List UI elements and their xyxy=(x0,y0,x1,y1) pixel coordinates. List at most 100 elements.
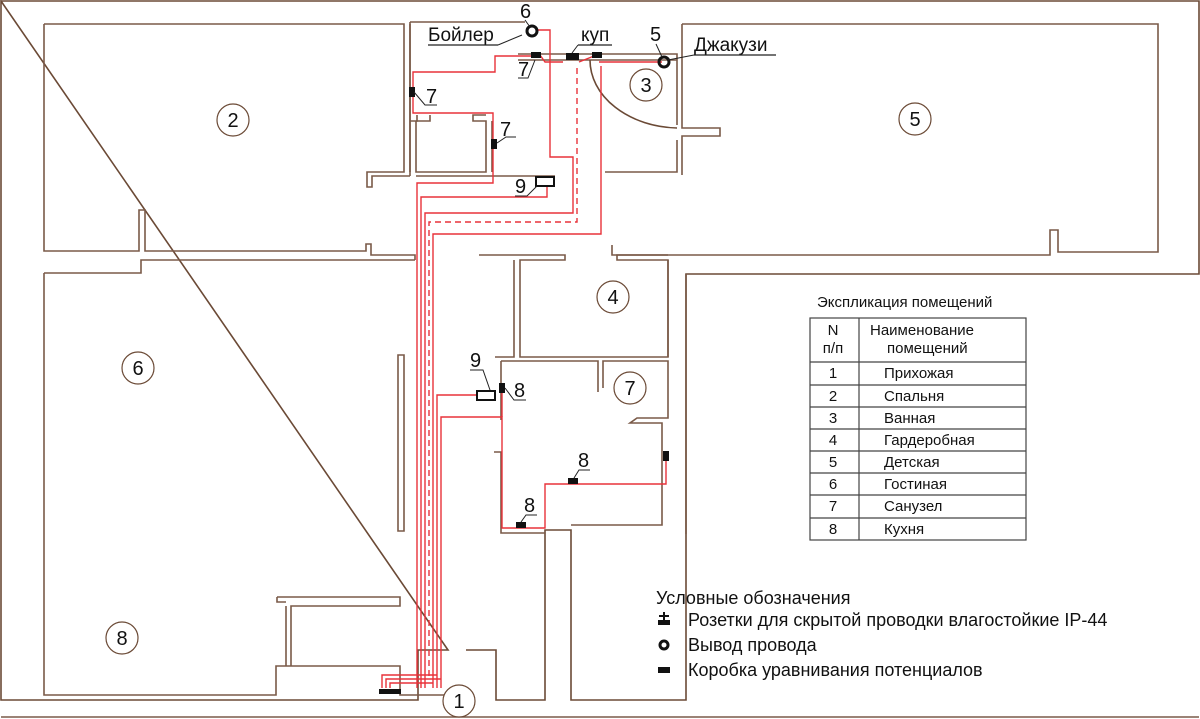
table-row-name: Гостиная xyxy=(884,476,947,493)
wall-bedroom-bottom xyxy=(43,24,416,260)
legend-wire-outlet-icon xyxy=(658,639,670,651)
svg-text:8: 8 xyxy=(116,628,127,650)
table-row-num: 5 xyxy=(829,454,837,471)
table-row-name: Ванная xyxy=(884,410,935,427)
wire-a xyxy=(539,54,563,63)
legend-socket-icon xyxy=(658,612,670,625)
table-row-name: Прихожая xyxy=(884,365,954,382)
table-row-name: Гардеробная xyxy=(884,432,975,449)
room-marker-4: 4 xyxy=(596,280,630,314)
header-num: N xyxy=(828,322,839,339)
legend: Условные обозначения Розетки для скрытой… xyxy=(656,588,1107,680)
socket-ip44-icon xyxy=(516,522,526,528)
wire-bath-run xyxy=(432,66,602,688)
wall-kids xyxy=(611,23,1159,256)
socket-ip44-icon xyxy=(499,383,505,393)
boiler-label: Бойлер xyxy=(428,25,494,46)
legend-item-text: Коробка уравнивания потенциалов xyxy=(688,660,983,680)
jacuzzi-label: Джакузи xyxy=(694,35,768,56)
table-row-num: 7 xyxy=(829,498,837,515)
outer-boundary xyxy=(0,0,1200,701)
heater-icon xyxy=(535,176,555,187)
legend-title: Условные обозначения xyxy=(656,588,850,608)
svg-text:5: 5 xyxy=(909,109,920,131)
legend-item-text: Вывод провода xyxy=(688,635,818,655)
table-row-num: 4 xyxy=(829,432,837,449)
socket-tag: 7 xyxy=(426,86,437,108)
kup-label: куп xyxy=(581,25,609,46)
wall-partition xyxy=(397,354,405,532)
room-marker-6: 6 xyxy=(121,351,155,385)
svg-text:7: 7 xyxy=(624,378,635,400)
boiler-num: 6 xyxy=(520,1,531,23)
table-row-num: 6 xyxy=(829,476,837,493)
room-marker-5: 5 xyxy=(898,102,932,136)
legend-item-text: Розетки для скрытой проводки влагостойки… xyxy=(688,610,1107,630)
svg-text:2: 2 xyxy=(227,110,238,132)
wire-heater-run xyxy=(420,187,548,688)
svg-text:4: 4 xyxy=(607,287,618,309)
socket-ip44-icon xyxy=(531,52,541,58)
wire-potential-run xyxy=(428,68,578,680)
socket-tag: 7 xyxy=(518,59,529,81)
room-marker-8: 8 xyxy=(105,621,139,655)
socket-ip44-icon xyxy=(568,478,578,484)
symbols xyxy=(379,24,671,694)
wall-living xyxy=(43,259,448,696)
table-row-name: Детская xyxy=(884,454,940,471)
door-arc xyxy=(589,59,678,129)
socket-ip44-icon xyxy=(409,87,415,97)
explication-table: Экспликация помещений N п/п Наименование… xyxy=(809,294,1027,541)
heater-tag: 9 xyxy=(470,350,481,372)
table-row-name: Спальня xyxy=(884,388,944,405)
header-name: Наименование xyxy=(870,322,974,339)
wire-b xyxy=(578,55,595,63)
svg-text:6: 6 xyxy=(132,358,143,380)
wall-kids-left xyxy=(681,24,721,175)
wall-wardrobe-b xyxy=(495,260,669,358)
wall-wc-bottom xyxy=(494,451,545,534)
socket-tag: 8 xyxy=(524,495,535,517)
svg-text:1: 1 xyxy=(453,691,464,713)
wire-outlet-icon xyxy=(525,24,539,38)
table-row-name: Кухня xyxy=(884,521,924,538)
socket-tag: 8 xyxy=(578,450,589,472)
table-row-num: 1 xyxy=(829,365,837,382)
wall-kitchen-nook xyxy=(276,596,401,666)
wire-heater2-run xyxy=(436,394,478,688)
table-row-num: 3 xyxy=(829,410,837,427)
room-marker-3: 3 xyxy=(629,68,663,102)
wall-wardrobe xyxy=(479,254,669,358)
header-num-sub: п/п xyxy=(823,340,843,357)
wiring xyxy=(381,29,667,688)
distribution-block-icon xyxy=(379,689,401,694)
table-row-name: Санузел xyxy=(884,498,942,515)
room-marker-7: 7 xyxy=(613,371,647,405)
header-name-sub: помещений xyxy=(887,340,968,357)
wire-bundle xyxy=(381,674,441,688)
socket-ip44-icon xyxy=(663,451,669,461)
wire-bedroom-run xyxy=(412,55,533,688)
socket-ip44-icon xyxy=(592,52,602,58)
legend-potential-box-icon xyxy=(658,667,670,673)
potential-box-icon xyxy=(566,53,579,60)
socket-tag: 7 xyxy=(500,119,511,141)
room-marker-1: 1 xyxy=(442,684,476,718)
svg-text:3: 3 xyxy=(640,75,651,97)
heater-icon xyxy=(476,390,496,401)
explication-title: Экспликация помещений xyxy=(817,294,992,311)
wire-kitchen-run xyxy=(440,416,667,688)
wall-bedroom-top xyxy=(44,23,410,188)
heater-tag: 9 xyxy=(515,176,526,198)
table-row-num: 2 xyxy=(829,388,837,405)
wall-closet xyxy=(415,114,487,173)
table-row-num: 8 xyxy=(829,521,837,538)
callouts: Бойлер 6 5 Джакузи куп 7 7 7 9 9 8 8 8 xyxy=(413,1,776,523)
room-marker-2: 2 xyxy=(216,103,250,137)
socket-tag: 8 xyxy=(514,380,525,402)
jacuzzi-num: 5 xyxy=(650,24,661,46)
socket-ip44-icon xyxy=(491,139,497,149)
wire-outlet-icon xyxy=(657,55,671,69)
room-markers: 1 2 3 4 5 6 7 8 xyxy=(105,68,932,718)
